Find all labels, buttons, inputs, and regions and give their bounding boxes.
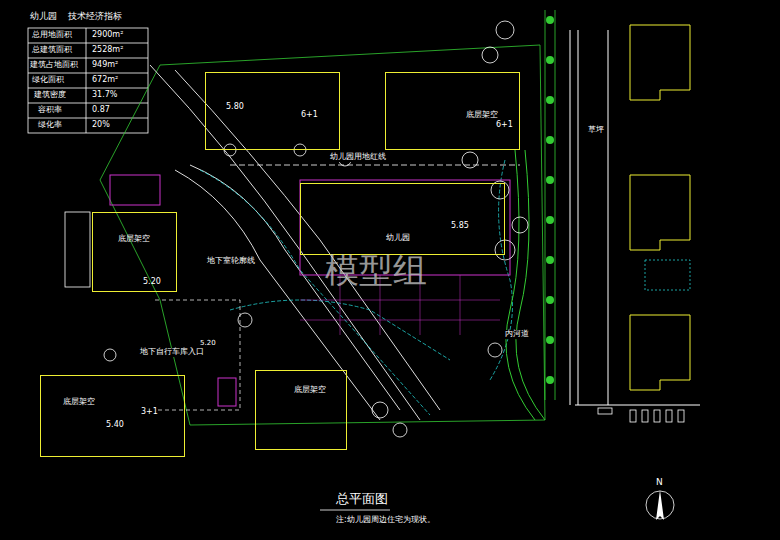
map-label: 2900m² <box>92 31 123 40</box>
drawing-note: 注:幼儿园周边住宅为现状。 <box>336 516 435 525</box>
building-outline: 底层架空 3+1 5.40 <box>40 375 185 457</box>
building-outline: 5.80 6+1 <box>205 72 340 150</box>
building-outline: 幼儿园 5.85 <box>300 183 505 255</box>
map-label: 949m² <box>92 61 118 70</box>
map-label: 672m² <box>92 76 118 85</box>
map-label: 31.7% <box>92 91 117 100</box>
building-label: 5.40 <box>106 421 124 430</box>
map-label: 建筑密度 <box>34 91 66 100</box>
building-label: 底层架空 <box>294 386 326 395</box>
building-outline: 底层架空 <box>255 370 347 450</box>
map-label: 地下自行车库入口 <box>140 348 204 357</box>
map-label: 内河道 <box>505 330 529 339</box>
watermark: 模型组 <box>325 252 427 289</box>
map-label: 0.87 <box>92 106 110 115</box>
map-label: 幼儿园用地红线 <box>330 153 386 162</box>
map-label: 草坪 <box>588 126 604 135</box>
map-label: 技术经济指标 <box>68 12 122 22</box>
building-label: 5.20 <box>143 278 161 287</box>
map-label: 地下室轮廓线 <box>207 257 255 266</box>
building-label: 3+1 <box>141 408 158 417</box>
map-label: 幼儿园 <box>30 12 57 22</box>
building-label: 6+1 <box>301 111 318 120</box>
building-label: 5.85 <box>451 222 469 231</box>
map-label: 容积率 <box>38 106 62 115</box>
map-label: 建筑占地面积 <box>30 61 78 70</box>
map-label: 绿化率 <box>38 121 62 130</box>
building-outline: 底层架空 5.20 <box>92 212 177 292</box>
building-label: 幼儿园 <box>386 234 410 243</box>
building-label: 5.80 <box>226 103 244 112</box>
map-label: 5.20 <box>200 340 216 348</box>
building-label: 底层架空 <box>63 398 95 407</box>
building-label: 底层架空 <box>466 111 498 120</box>
map-label: N <box>656 478 663 488</box>
building-label: 底层架空 <box>118 235 150 244</box>
map-label: 2528m² <box>92 46 123 55</box>
drawing-title: 总平面图 <box>336 492 388 506</box>
map-label: 绿化面积 <box>32 76 64 85</box>
map-label: 20% <box>92 121 110 130</box>
map-label: 总建筑面积 <box>32 46 72 55</box>
building-outline: 底层架空6+1 <box>385 72 520 150</box>
building-label: 6+1 <box>496 121 513 130</box>
map-label: 总用地面积 <box>32 31 72 40</box>
